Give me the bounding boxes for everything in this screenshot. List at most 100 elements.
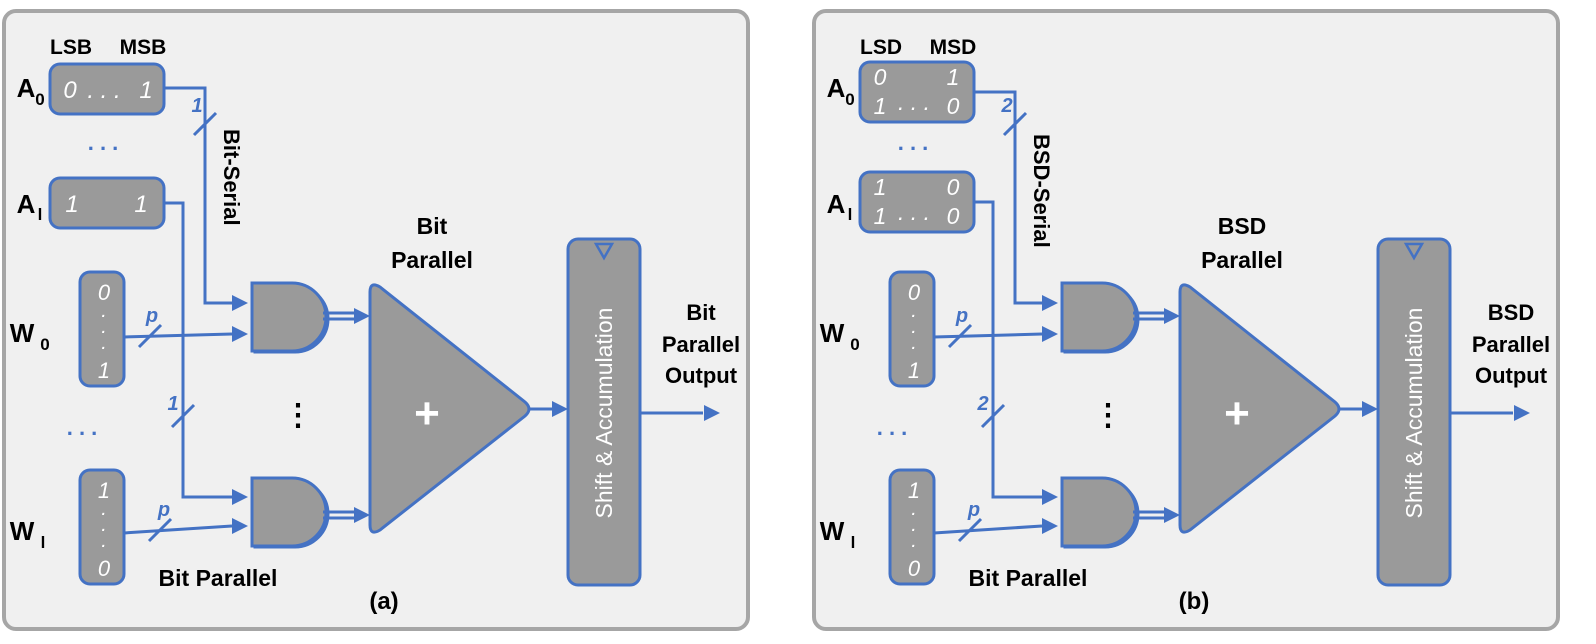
label-w0-sub: 0 [40,335,49,354]
arrowhead [1042,489,1058,505]
w0-bit-bottom: 1 [98,358,110,383]
adder-title-line2: Parallel [391,247,473,273]
al-digit-dots: . . . [898,199,930,225]
w-ellipsis: . . . [67,415,98,440]
label-a0-sub: 0 [35,90,44,109]
label-wl: W [820,516,845,546]
arrowhead [1042,295,1058,311]
register-wl [78,468,126,586]
label-a0-sub: 0 [845,90,854,109]
output-label-line3: Output [1475,363,1548,388]
w0-dot: . [911,332,917,354]
arrowhead [1164,507,1180,523]
output-label-line3: Output [665,363,738,388]
and-gate-body [250,476,328,548]
output-label-line1: Bit [686,300,716,325]
header-lsb: LSD [860,36,902,59]
serial-label: Bit-Serial [219,129,244,226]
wl-dot: . [911,530,917,552]
adder-title-line1: Bit [417,213,448,239]
bus-width-serial-top: 1 [191,95,202,117]
wl-dot: . [101,514,107,536]
wl-bit-bottom: 0 [908,556,921,581]
and-gate-top [1060,281,1140,354]
label-al: A [17,189,36,219]
al-bit-lsb: 1 [65,191,78,218]
bus-width-slash [192,111,218,137]
and-gate-body [1060,476,1138,548]
a0-digit-dots: . . . [898,89,930,115]
adder-plus: + [414,389,440,438]
label-a0: A [827,73,846,103]
wl-dot: . [911,514,917,536]
a0-bit-lsb: 0 [63,77,77,104]
wl-bit-top: 1 [908,478,920,503]
wire-wl-parallel [123,524,233,535]
and-gate-bottom [1060,476,1140,549]
bus-width-wl: p [967,499,980,521]
header-msb: MSB [120,36,167,59]
register-w0 [888,270,936,388]
wl-dot: . [101,530,107,552]
clock-triangle-icon [1403,242,1425,261]
arrowhead [552,401,568,417]
panel-caption: (a) [369,588,398,615]
wire-a0-serial [164,86,232,305]
a-ellipsis: . . . [898,130,929,155]
weight-bus-label: Bit Parallel [159,565,278,591]
a0-digit-r2-msd: 0 [947,93,960,119]
bus-width-slash [957,517,983,543]
and-gate-body [1060,281,1138,353]
a0-digit-r1-lsd: 0 [874,64,887,90]
arrowhead [232,489,248,505]
adder-triangle [368,283,531,534]
adder-title-line1: BSD [1218,213,1267,239]
label-wl-sub: l [41,533,46,552]
wire-a0-serial [974,90,1042,305]
a0-bit-msb: 1 [139,77,152,104]
wire-w0-parallel [123,332,233,339]
clock-triangle-icon [593,242,615,261]
bus-width-slash [137,323,163,349]
label-w0: W [10,318,35,348]
label-a0: A [17,73,36,103]
al-digit-r1-lsd: 1 [874,174,887,200]
accumulator-label: Shift & Accumulation [591,308,617,519]
w0-dot: . [101,316,107,338]
arrowhead [232,295,248,311]
wire-al-serial [974,200,1042,499]
adder-title-line2: Parallel [1201,247,1283,273]
arrowhead [1362,401,1378,417]
register-wl [888,468,936,586]
arrowhead [232,326,248,342]
al-digit-r2-msd: 0 [947,203,960,229]
output-label-line1: BSD [1488,300,1534,325]
bus-width-w0: p [145,305,158,327]
arrowhead [1042,326,1058,342]
a0-digit-r1-msd: 1 [947,64,960,90]
w0-dot: . [911,300,917,322]
bus-width-serial-top: 2 [1000,95,1012,117]
w-ellipsis: . . . [877,415,908,440]
label-w0: W [820,318,845,348]
bus-width-serial-mid: 2 [976,393,988,415]
header-msb: MSD [930,36,977,59]
arrowhead [232,518,248,534]
arrowhead [704,405,720,421]
label-wl-sub: l [851,533,856,552]
bus-width-slash [170,403,196,429]
w0-bit-bottom: 1 [908,358,920,383]
al-digit-r2-lsd: 1 [874,203,887,229]
accumulator-label: Shift & Accumulation [1401,308,1427,519]
and-gate-body [250,281,328,353]
label-al-sub: l [38,205,43,224]
arrowhead [1042,518,1058,534]
wl-bit-bottom: 0 [98,556,111,581]
arrowhead [1514,405,1530,421]
bus-width-wl: p [157,499,170,521]
gate-vdots: ⋮ [1093,399,1123,432]
adder-triangle [1178,283,1341,534]
